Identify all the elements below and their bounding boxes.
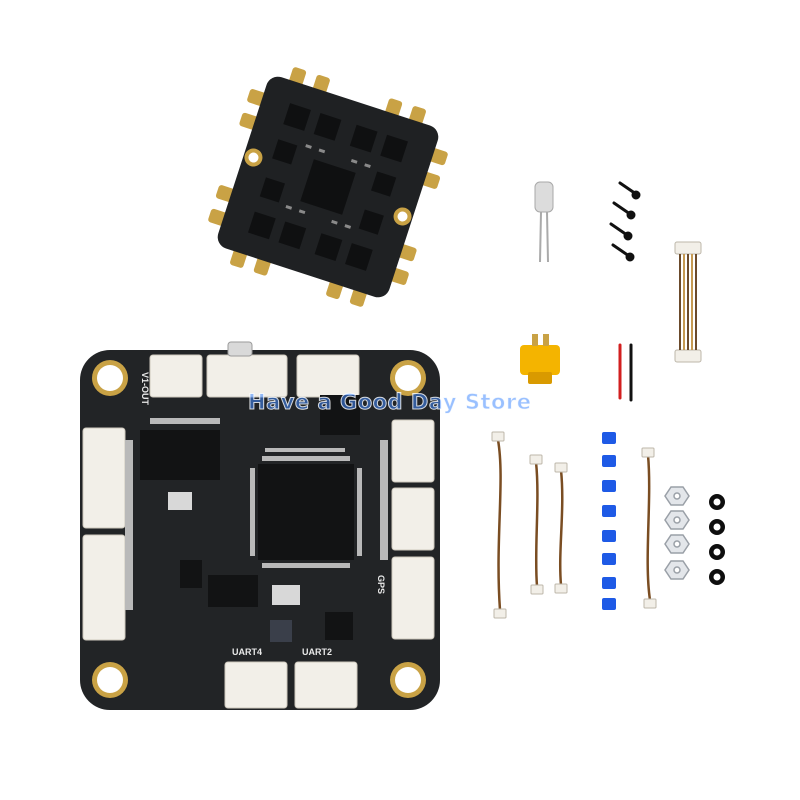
label-gps: GPS	[376, 575, 386, 594]
power-lead	[618, 343, 633, 402]
screws	[609, 181, 641, 262]
nuts	[664, 486, 690, 580]
rubber-grommets	[709, 494, 725, 585]
store-watermark: Have a Good Day Store	[248, 390, 532, 415]
esc-board	[208, 67, 448, 307]
flight-controller: UART4 UART2 GPS V1-OUT	[80, 341, 440, 710]
label-uart4: UART4	[232, 647, 262, 657]
label-uart2: UART2	[302, 647, 332, 657]
jst-cables	[496, 439, 652, 611]
ribbon-cable	[674, 241, 702, 363]
blue-dampers	[602, 432, 616, 610]
label-v1-out: V1-OUT	[140, 372, 150, 406]
capacitor	[534, 181, 554, 263]
xt30-connector	[520, 334, 560, 384]
